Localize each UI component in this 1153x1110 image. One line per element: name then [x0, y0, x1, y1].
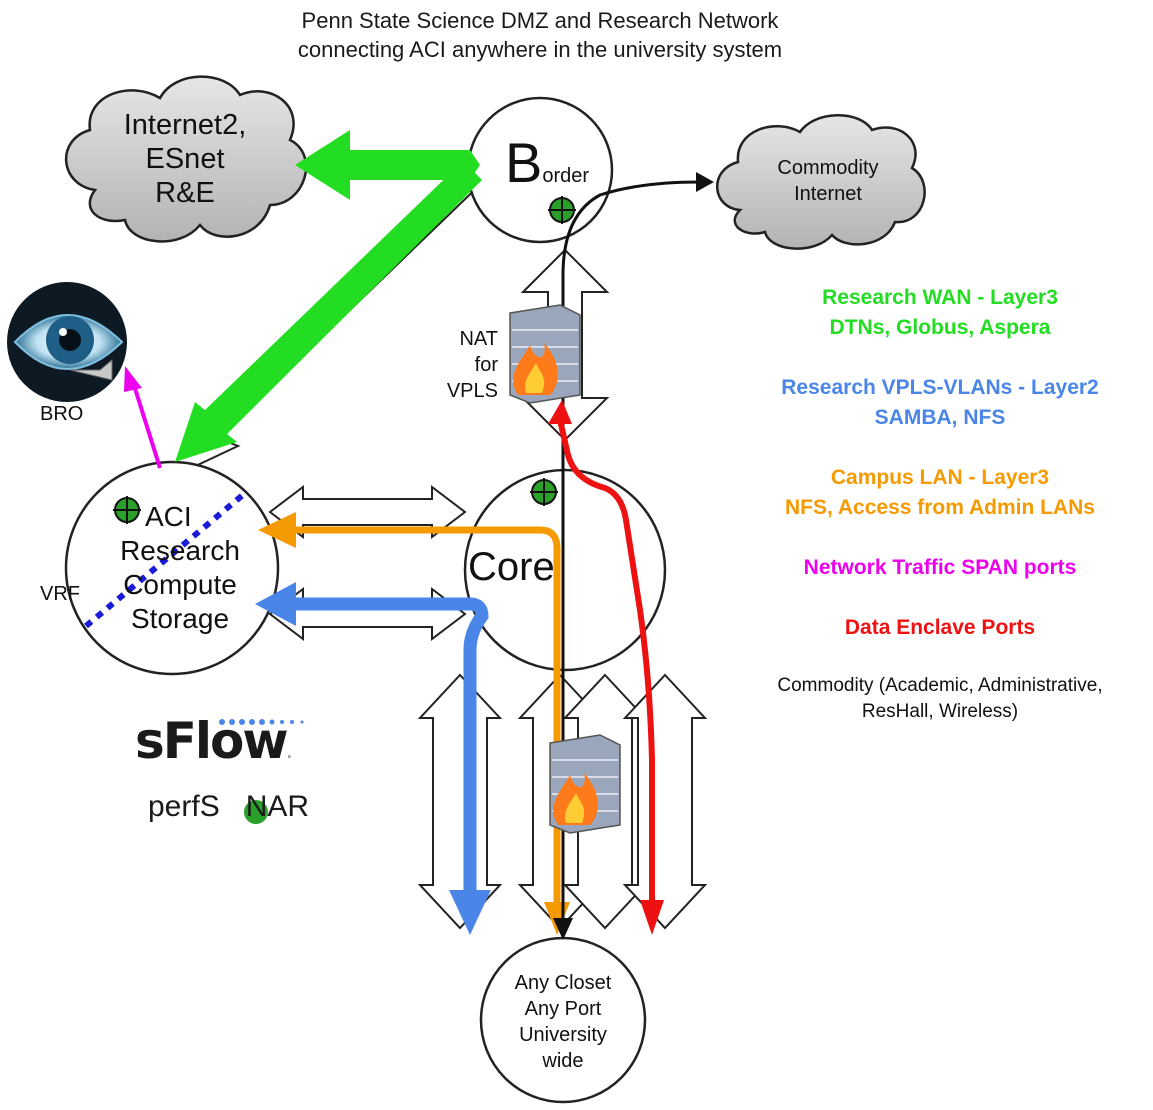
blue-vpls-path	[255, 582, 491, 935]
green-arrow-research-wan	[175, 130, 482, 462]
closet-label-line3: University	[519, 1024, 607, 1046]
research-cloud-line3: R&E	[155, 177, 215, 209]
nat-label-line1: NAT	[459, 328, 498, 350]
legend-campus-line2: NFS, Access from Admin LANs	[784, 496, 1095, 519]
research-cloud-line2: ESnet	[145, 143, 225, 175]
sflow-logo-mark: .	[286, 746, 293, 762]
firewall-icon	[509, 304, 581, 404]
perfsonar-logo-left: perfS	[148, 790, 220, 823]
nat-label-line2: for	[474, 354, 498, 376]
core-label: Core	[468, 545, 555, 589]
red-enclave-path	[548, 400, 664, 935]
bro-label: BRO	[40, 403, 84, 425]
hollow-arrow-aci-core-bottom	[268, 586, 467, 642]
research-cloud-line1: Internet2,	[123, 109, 247, 141]
eye-icon	[7, 282, 127, 402]
legend-research-wan: Research WAN - Layer3 DTNs, Globus, Aspe…	[720, 283, 1153, 343]
black-commodity-path	[553, 172, 714, 940]
legend-research-wan-line2: DTNs, Globus, Aspera	[829, 316, 1051, 339]
legend-vpls: Research VPLS-VLANs - Layer2 SAMBA, NFS	[720, 373, 1153, 433]
research-cloud-label: Internet2, ESnet R&E	[90, 108, 280, 210]
closet-label-line4: wide	[542, 1050, 584, 1072]
legend-vpls-line2: SAMBA, NFS	[874, 406, 1006, 429]
legend-commodity-line2: ResHall, Wireless)	[861, 701, 1019, 722]
title-line-2: connecting ACI anywhere in the universit…	[297, 37, 783, 62]
legend-commodity-line1: Commodity (Academic, Administrative,	[777, 675, 1103, 696]
legend-commodity: Commodity (Academic, Administrative, Res…	[720, 673, 1153, 725]
aci-label: ACI Research Compute Storage	[100, 500, 260, 636]
aci-label-line4: Storage	[130, 603, 230, 634]
crosshair-icon	[530, 478, 558, 506]
legend-campus: Campus LAN - Layer3 NFS, Access from Adm…	[720, 463, 1153, 523]
aci-label-line2: Research	[120, 535, 240, 566]
perfsonar-o-icon	[244, 800, 268, 824]
closet-label: Any Closet Any Port University wide	[493, 970, 633, 1074]
border-label: Border	[505, 130, 589, 195]
closet-label-line2: Any Port	[524, 998, 602, 1020]
vrf-label: VRF	[40, 583, 80, 605]
nat-label: NAT for VPLS	[428, 326, 498, 404]
legend-enclave: Data Enclave Ports	[720, 613, 1153, 643]
legend-research-wan-line1: Research WAN - Layer3	[822, 286, 1058, 309]
legend-vpls-line1: Research VPLS-VLANs - Layer2	[781, 376, 1099, 399]
legend-enclave-line1: Data Enclave Ports	[844, 616, 1036, 639]
crosshair-icon	[113, 496, 141, 524]
sflow-logo-text: sFlow	[135, 712, 289, 770]
legend-span: Network Traffic SPAN ports	[720, 553, 1153, 583]
sflow-dots-icon	[219, 719, 304, 725]
commodity-cloud-line2: Internet	[794, 183, 862, 205]
commodity-cloud-line1: Commodity	[777, 157, 879, 179]
perfsonar-logo-right: NAR	[245, 790, 310, 823]
vrf-line	[84, 491, 246, 629]
hollow-arrow-core-closet-right	[622, 673, 708, 930]
core-node	[463, 468, 667, 672]
commodity-cloud-label: Commodity Internet	[738, 155, 918, 207]
cloud-research	[64, 75, 308, 243]
closet-label-line1: Any Closet	[514, 972, 612, 994]
sflow-logo: sFlow.	[135, 712, 293, 770]
crosshair-icon	[548, 196, 576, 224]
legend-span-line1: Network Traffic SPAN ports	[803, 556, 1077, 579]
border-label-big: B	[505, 131, 543, 194]
title-line-1: Penn State Science DMZ and Research Netw…	[301, 8, 779, 33]
border-label-small: order	[542, 165, 590, 187]
aci-label-line3: Compute	[123, 569, 237, 600]
legend-campus-line1: Campus LAN - Layer3	[830, 466, 1050, 489]
firewall-icon	[549, 734, 621, 834]
hollow-arrow-core-closet-left	[417, 673, 503, 930]
cloud-commodity	[716, 114, 926, 250]
aci-label-line1: ACI	[145, 501, 192, 532]
perfsonar-logo: perfS NAR	[148, 790, 309, 824]
nat-label-line3: VPLS	[446, 380, 498, 402]
magenta-span-arrow	[124, 366, 162, 469]
